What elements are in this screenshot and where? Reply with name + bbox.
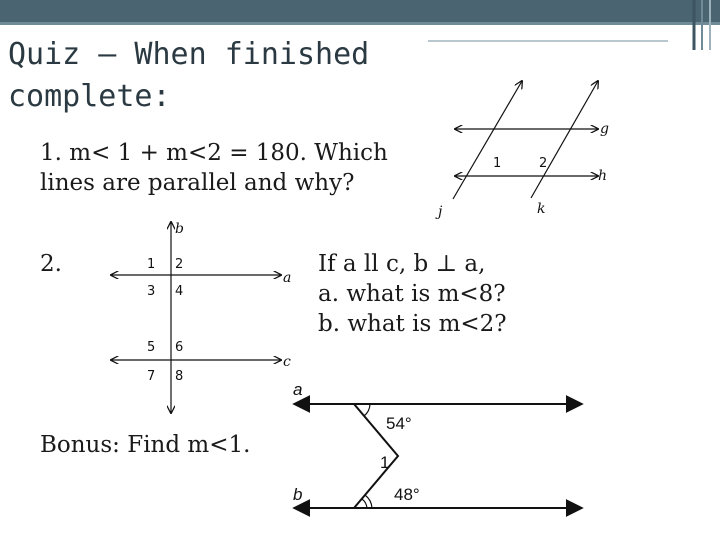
line-k [530,81,598,199]
angle-3-label: 3 [147,284,155,299]
label-g: g [600,121,609,137]
angle-1-label: 1 [380,453,389,472]
zigzag-transversal [353,403,400,509]
line-j [452,81,522,200]
label-b: b [293,485,302,504]
label-k: k [537,201,545,217]
bonus-question: Bonus: Find m<1. [40,432,251,458]
angle-8-label: 8 [175,369,183,384]
header-accent-bar [0,22,720,25]
header-bar [0,0,720,22]
corner-decoration [692,0,711,50]
slide-title: Quiz – When finished complete: [8,37,370,114]
question-2-number: 2. [40,251,62,277]
angle-4-label: 4 [175,284,183,299]
angle-2-label: 2 [175,257,183,272]
question-2-part-a: a. what is m<8? [318,281,506,307]
label-a: a [293,380,302,399]
figure-1-diagram: g h j k 1 2 [435,75,609,220]
question-2-text: If a ll c, b ⊥ a, a. what is m<8? b. wha… [318,249,578,339]
angle-54-arc [363,403,371,417]
title-underline [428,40,668,42]
angle-48-arc-inner [361,498,368,509]
label-a: a [283,270,291,286]
figure-2-diagram: b a c 1 2 3 4 5 6 7 8 [105,221,291,418]
label-b: b [175,221,184,237]
question-1: 1. m< 1 + m<2 = 180. Which lines are par… [40,140,388,196]
angle-2-label: 2 [539,156,547,171]
label-c: c [283,354,291,370]
angle-7-label: 7 [147,369,155,384]
angle-48-arc-outer [364,494,373,509]
angle-6-label: 6 [175,340,183,355]
figure-3-diagram: a b 54° 1 48° [292,380,584,517]
label-h: h [598,168,607,184]
angle-1-label: 1 [493,156,501,171]
question-2-part-b: b. what is m<2? [318,311,507,337]
angle-48-label: 48° [394,485,420,504]
question-2-given: If a ll c, b ⊥ a, [318,251,486,277]
label-j: j [435,204,443,220]
angle-1-label: 1 [147,257,155,272]
angle-5-label: 5 [147,340,155,355]
angle-54-label: 54° [386,414,412,433]
